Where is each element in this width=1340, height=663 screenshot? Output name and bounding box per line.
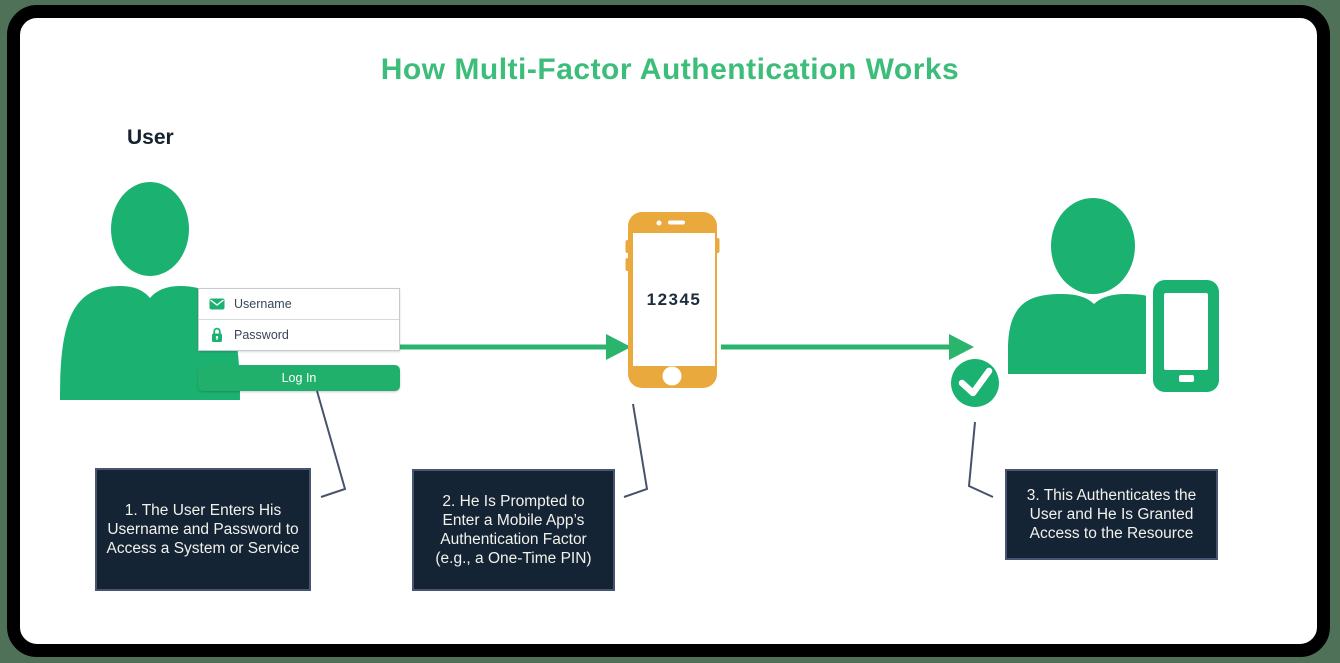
step-1-box: 1. The User Enters His Username and Pass… <box>95 468 311 591</box>
step-3-text: 3. This Authenticates the User and He Is… <box>1026 487 1197 542</box>
envelope-icon <box>209 298 225 310</box>
username-label: Username <box>234 297 292 311</box>
otp-pin-code: 12345 <box>646 290 702 309</box>
lock-icon <box>212 327 222 342</box>
login-button-label: Log In <box>281 371 317 385</box>
page-title: How Multi-Factor Authentication Works <box>380 53 960 86</box>
user-label: User <box>127 126 174 149</box>
username-field[interactable]: Username <box>199 289 399 319</box>
login-button[interactable]: Log In <box>198 365 400 391</box>
step-1-text: 1. The User Enters His Username and Pass… <box>106 502 300 557</box>
step-2-text: 2. He Is Prompted to Enter a Mobile App’… <box>435 493 592 567</box>
password-label: Password <box>234 328 289 342</box>
login-form: Username Password Log In <box>198 288 400 391</box>
password-field[interactable]: Password <box>199 319 399 350</box>
step-2-box: 2. He Is Prompted to Enter a Mobile App’… <box>412 469 615 591</box>
step-3-box: 3. This Authenticates the User and He Is… <box>1005 469 1218 560</box>
login-fields: Username Password <box>198 288 400 351</box>
